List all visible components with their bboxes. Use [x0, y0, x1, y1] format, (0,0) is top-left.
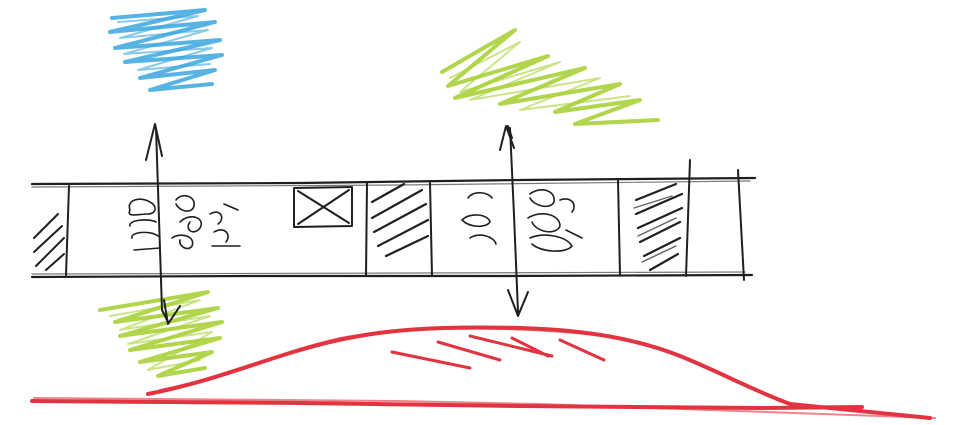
filmstrip-cell-figure	[129, 196, 240, 250]
blue-scribble	[110, 10, 222, 90]
filmstrip-cell-hatched	[34, 214, 64, 270]
right-marker-arrow	[500, 126, 528, 316]
filmstrip-cell-crossed-box	[294, 187, 352, 227]
filmstrip	[32, 160, 755, 280]
filmstrip-cell-hatched	[634, 184, 682, 270]
filmstrip-cell-hatched	[372, 184, 428, 256]
left-marker-arrow	[146, 124, 180, 324]
filmstrip-cell-figure	[462, 190, 582, 251]
green-scribble-top	[442, 30, 658, 124]
red-curve-hatch	[392, 336, 604, 368]
